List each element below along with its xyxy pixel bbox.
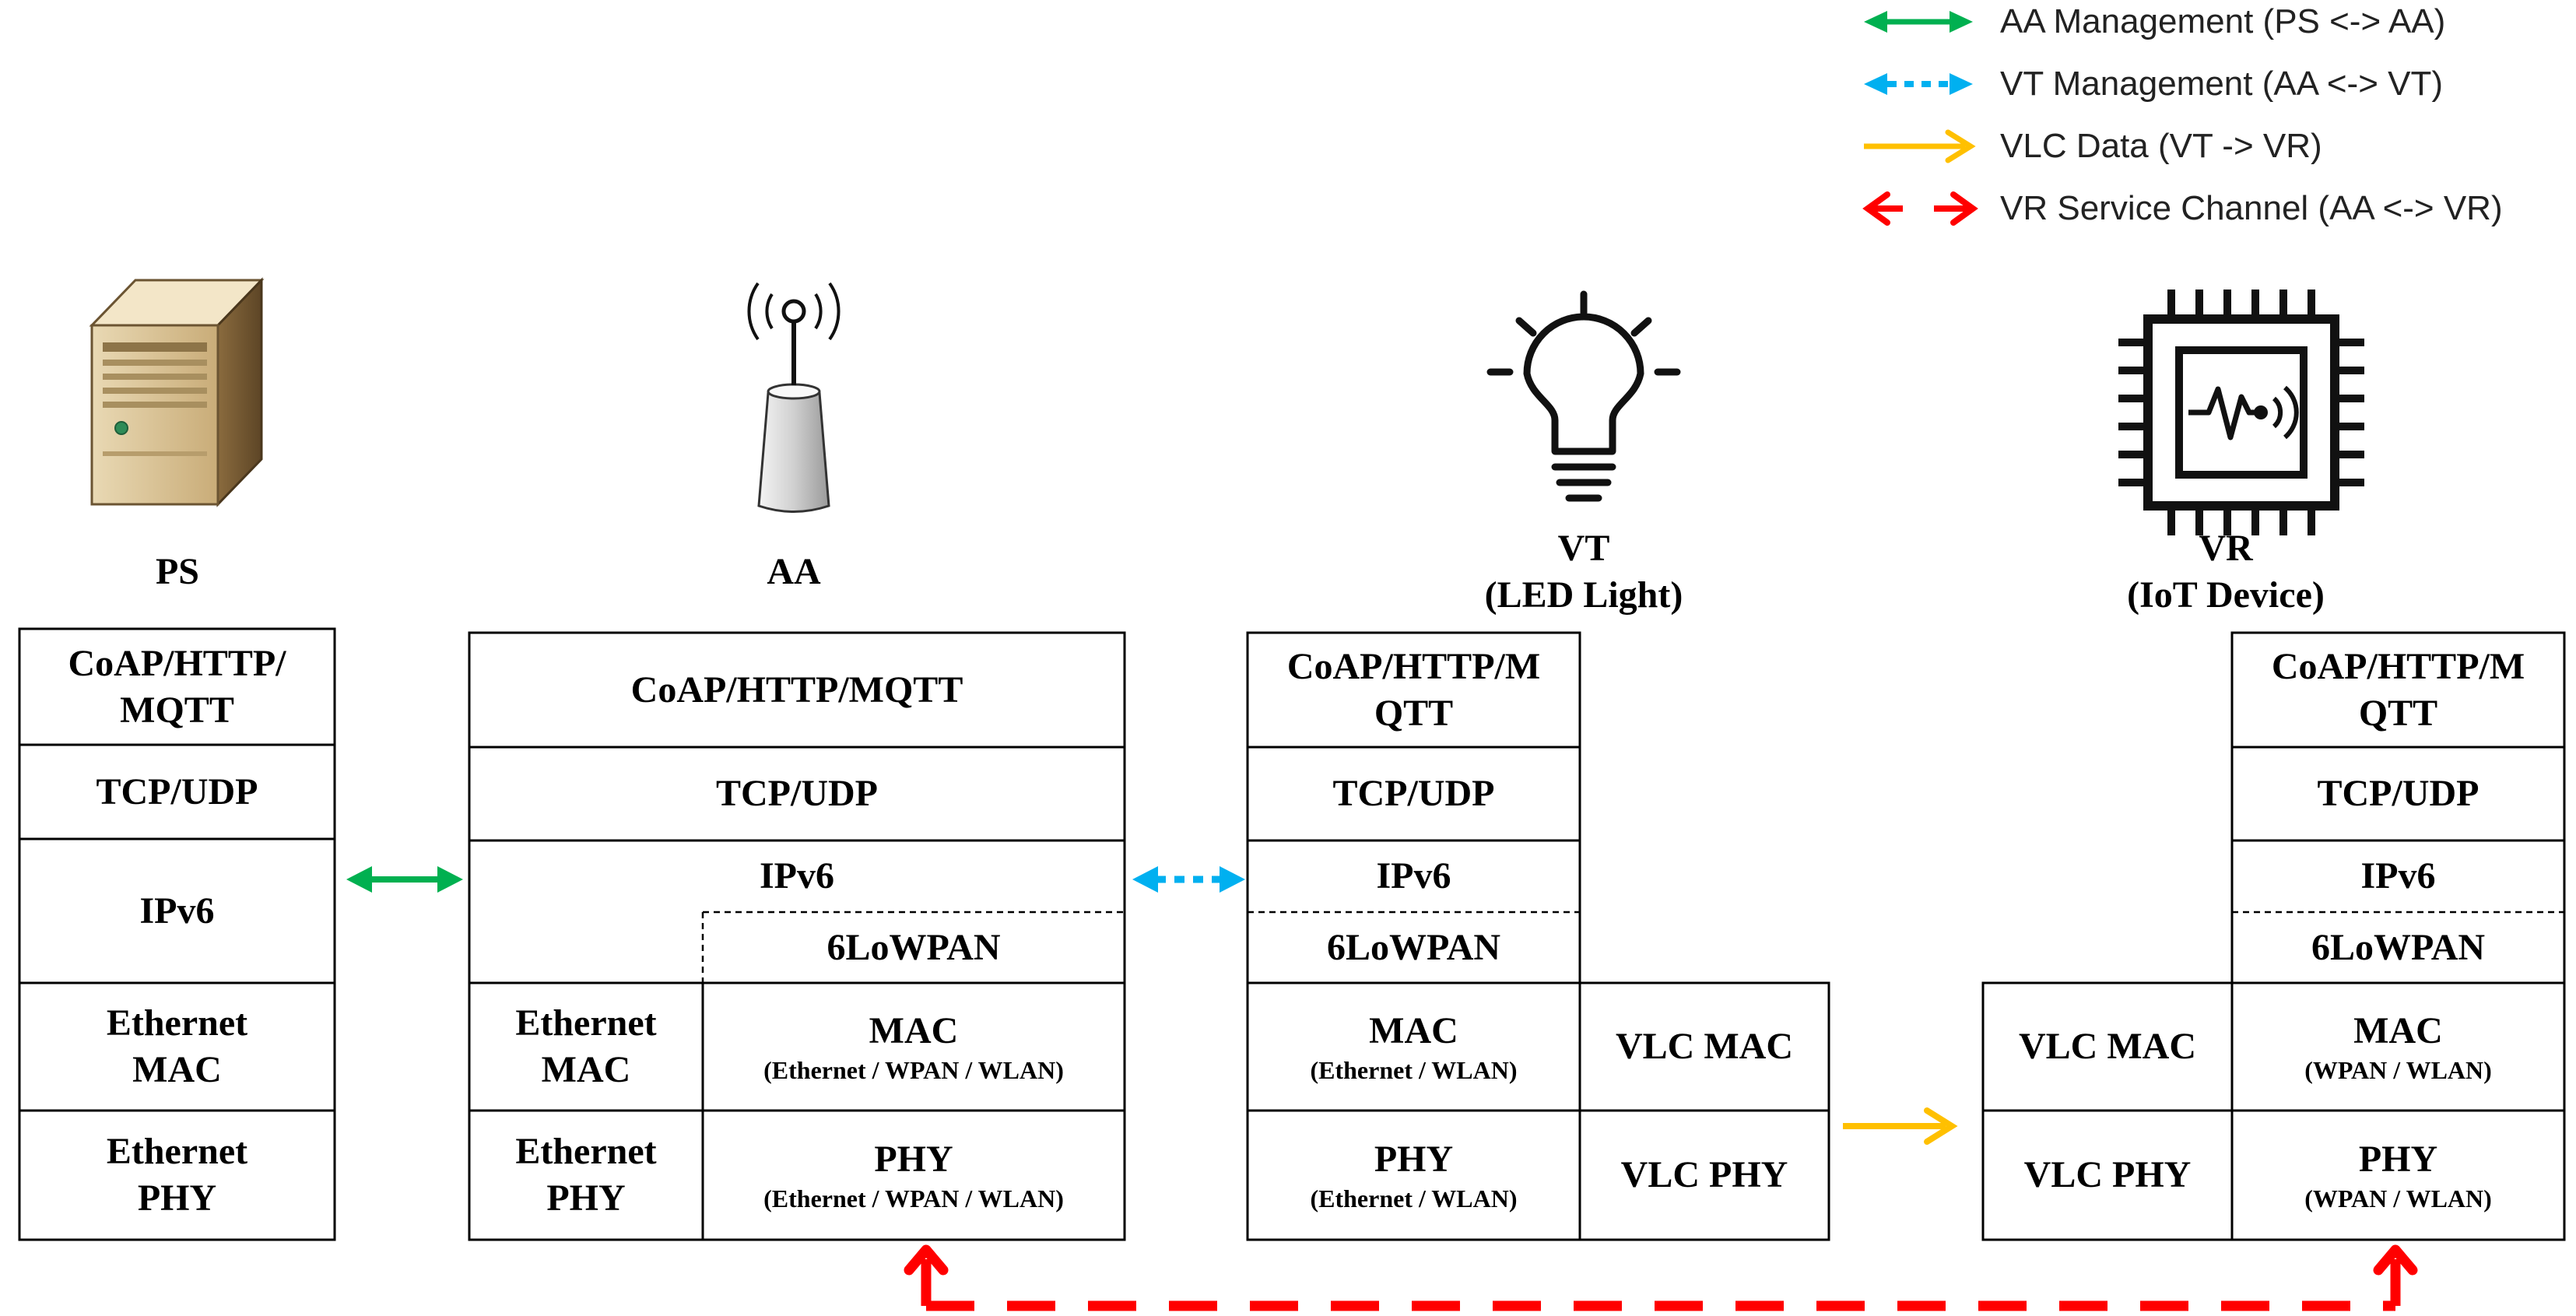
aa-mac-subtitle: (Ethernet / WPAN / WLAN) [763, 1056, 1064, 1084]
vr-layer-vlc-phy: VLC PHY [2023, 1154, 2192, 1195]
ps-layer-application: CoAP/HTTP/ MQTT [68, 642, 286, 731]
vr-mac-subtitle: (WPAN / WLAN) [2304, 1056, 2492, 1084]
vr-service-channel-arrow [904, 1244, 2418, 1311]
vr-phy-subtitle: (WPAN / WLAN) [2304, 1184, 2492, 1212]
vr-layer-mac: MAC (WPAN / WLAN) [2232, 983, 2564, 1111]
vr-layer-phy: PHY (WPAN / WLAN) [2232, 1111, 2564, 1240]
vt-layer-vlc-phy: VLC PHY [1620, 1154, 1788, 1195]
legend-symbol-aa-management [1864, 11, 1973, 33]
node-subtitle-vr: (IoT Device) [2127, 574, 2325, 616]
vt-management-arrow [1132, 866, 1245, 893]
node-subtitle-vt: (LED Light) [1484, 574, 1683, 616]
vt-layer-adaptation: 6LoWPAN [1326, 926, 1501, 968]
vt-layer-transport: TCP/UDP [1332, 773, 1495, 814]
ps-layer-mac: Ethernet MAC [106, 1002, 248, 1090]
vt-mac-title: MAC [1369, 1010, 1458, 1051]
ps-layer-transport: TCP/UDP [96, 770, 258, 812]
node-label-vt: VT [1557, 528, 1610, 569]
vr-layer-application: CoAP/HTTP/M QTT [2271, 645, 2525, 734]
vt-mac-subtitle: (Ethernet / WLAN) [1310, 1056, 1518, 1084]
aa-layer-ethernet-mac: Ethernet MAC [515, 1002, 657, 1090]
aa-phy-subtitle: (Ethernet / WPAN / WLAN) [763, 1184, 1064, 1212]
aa-layer-ethernet-phy: Ethernet PHY [515, 1131, 657, 1219]
vlc-data-arrow [1843, 1107, 1958, 1145]
legend-label-vt-management: VT Management (AA <-> VT) [2000, 65, 2443, 103]
vr-mac-title: MAC [2353, 1010, 2443, 1051]
ps-stack-frame [18, 627, 336, 1241]
aa-layer-transport: TCP/UDP [716, 773, 878, 814]
ps-layer-phy: Ethernet PHY [106, 1131, 248, 1219]
aa-phy-title: PHY [874, 1139, 953, 1180]
aa-stack-frame [468, 631, 1126, 1241]
vr-layer-transport: TCP/UDP [2317, 773, 2479, 814]
vt-layer-application: CoAP/HTTP/M QTT [1286, 645, 1541, 734]
ps-layer-network: IPv6 [139, 890, 215, 932]
vt-stack-frame [1246, 631, 1830, 1241]
vt-layer-mac: MAC (Ethernet / WLAN) [1248, 983, 1580, 1111]
node-label-vr: VR [2199, 528, 2253, 569]
server-icon [89, 277, 265, 507]
vt-layer-phy: PHY (Ethernet / WLAN) [1248, 1111, 1580, 1240]
legend-label-vlc-data: VLC Data (VT -> VR) [2000, 127, 2322, 165]
vt-phy-title: PHY [1374, 1139, 1454, 1180]
aa-layer-phy: PHY (Ethernet / WPAN / WLAN) [703, 1111, 1125, 1240]
vr-layer-network: IPv6 [2360, 855, 2436, 897]
vt-layer-vlc-mac: VLC MAC [1616, 1026, 1793, 1067]
legend-label-vr-service-channel: VR Service Channel (AA <-> VR) [2000, 189, 2503, 227]
vr-layer-vlc-mac: VLC MAC [2019, 1026, 2196, 1067]
vt-layer-network: IPv6 [1376, 855, 1451, 897]
antenna-icon [747, 282, 841, 513]
vr-phy-title: PHY [2358, 1139, 2438, 1180]
iot-chip-icon [2118, 290, 2364, 535]
lightbulb-icon [1486, 290, 1681, 502]
aa-mac-title: MAC [869, 1010, 959, 1051]
aa-management-arrow [346, 866, 463, 893]
vt-phy-subtitle: (Ethernet / WLAN) [1310, 1184, 1518, 1212]
aa-layer-application: CoAP/HTTP/MQTT [630, 669, 963, 711]
legend-symbol-vr-service-channel [1862, 191, 1978, 226]
vr-stack-frame [1981, 631, 2566, 1241]
node-label-aa: AA [767, 551, 821, 592]
aa-layer-network: IPv6 [760, 855, 834, 897]
vr-layer-adaptation: 6LoWPAN [2311, 926, 2486, 968]
legend-label-aa-management: AA Management (PS <-> AA) [2000, 2, 2446, 40]
aa-layer-adaptation: 6LoWPAN [826, 926, 1001, 968]
legend-symbol-vlc-data [1864, 129, 1976, 163]
node-label-ps: PS [155, 551, 199, 592]
legend-symbol-vt-management [1864, 73, 1973, 95]
aa-layer-mac: MAC (Ethernet / WPAN / WLAN) [703, 983, 1125, 1111]
